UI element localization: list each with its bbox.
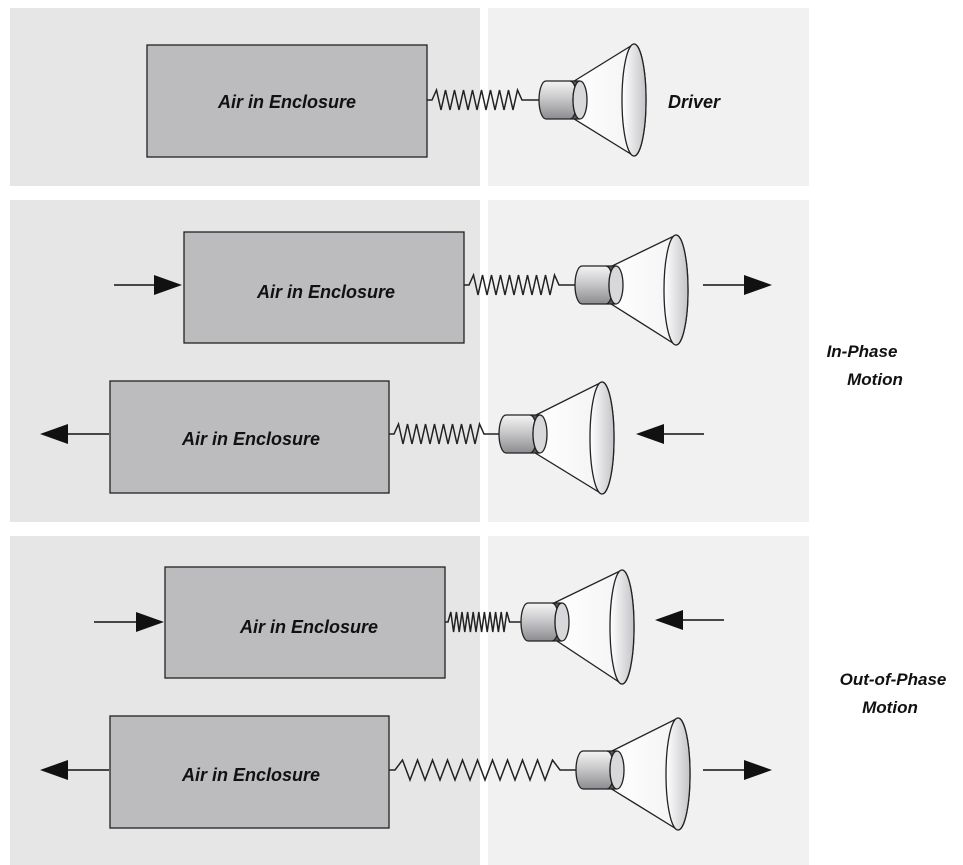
row-out-of-phase-compressed: Air in Enclosure <box>94 566 724 685</box>
air-enclosure-label: Air in Enclosure <box>256 282 395 302</box>
driver-label: Driver <box>668 92 721 112</box>
air-enclosure-label: Air in Enclosure <box>181 765 320 785</box>
in-phase-motion-label: Motion <box>847 370 903 389</box>
driver-arrowhead-left <box>655 610 683 630</box>
box-arrowhead-right <box>136 612 164 632</box>
row-in-phase-left: Air in Enclosure <box>40 380 704 495</box>
driver-arrowhead-right <box>744 275 772 295</box>
air-enclosure-box <box>146 44 428 158</box>
out-of-phase-label: Out-of-Phase <box>840 670 947 689</box>
air-enclosure-box <box>109 715 390 829</box>
in-phase-label: In-Phase <box>827 342 898 361</box>
out-of-phase-motion-label: Motion <box>862 698 918 717</box>
driver <box>520 569 635 685</box>
driver-arrowhead-left <box>636 424 664 444</box>
air-enclosure-box <box>183 231 465 344</box>
air-enclosure-label: Air in Enclosure <box>181 429 320 449</box>
driver <box>498 381 615 495</box>
row-rest: Air in Enclosure Driver <box>146 43 721 158</box>
driver <box>574 234 689 346</box>
row-out-of-phase-stretched: Air in Enclosure <box>40 715 772 831</box>
air-enclosure-label: Air in Enclosure <box>239 617 378 637</box>
air-enclosure-box <box>164 566 446 679</box>
spring <box>389 757 576 783</box>
panel-1-right <box>488 8 809 186</box>
air-enclosure-label: Air in Enclosure <box>217 92 356 112</box>
box-arrowhead-left <box>40 760 68 780</box>
driver-arrowhead-right <box>744 760 772 780</box>
spring <box>464 272 575 296</box>
driver <box>575 717 691 831</box>
spring <box>445 611 522 633</box>
air-enclosure-box <box>109 380 390 494</box>
driver <box>538 43 647 157</box>
row-in-phase-right: Air in Enclosure <box>114 231 772 346</box>
panel-3-right <box>488 536 809 865</box>
spring <box>389 421 500 445</box>
spring <box>427 87 539 111</box>
box-arrowhead-right <box>154 275 182 295</box>
box-arrowhead-left <box>40 424 68 444</box>
